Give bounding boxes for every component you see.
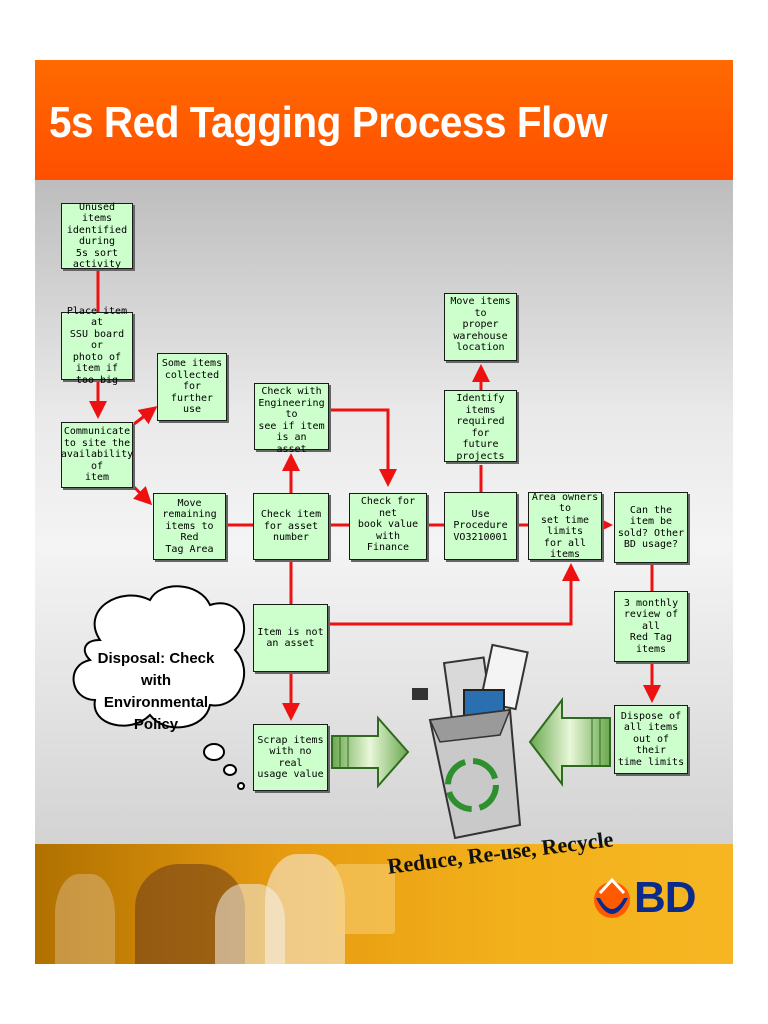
box-some-items: Some items collected for further use — [157, 353, 227, 421]
slide-title: 5s Red Tagging Process Flow — [49, 98, 608, 147]
box-item-not-asset: Item is not an asset — [253, 604, 328, 672]
title-bar: 5s Red Tagging Process Flow — [35, 60, 733, 180]
footer-photo-band — [35, 844, 733, 964]
recycle-bin-icon — [412, 643, 529, 840]
bd-logo-icon — [594, 877, 630, 918]
cloud-text: Disposal: Check with Environmental Polic… — [97, 650, 215, 733]
box-can-be-sold: Can the item be sold? Other BD usage? — [614, 492, 688, 563]
box-use-procedure: Use Procedure VO3210001 — [444, 492, 517, 560]
box-check-engineering: Check with Engineering to see if item is… — [254, 383, 329, 455]
thought-cloud-icon — [72, 585, 246, 790]
box-dispose-items: Dispose of all items out of their time l… — [614, 705, 688, 774]
box-communicate: Communicate to site the availability of … — [61, 422, 133, 488]
lab-person-silhouette — [55, 874, 115, 964]
big-left-arrow — [528, 697, 611, 787]
box-scrap-items: Scrap items with no real usage value — [253, 724, 328, 791]
box-move-warehouse: Move items to proper warehouse location — [444, 293, 517, 361]
lab-equipment-shape — [335, 864, 395, 934]
big-right-arrow — [331, 715, 410, 789]
box-check-asset-number: Check item for asset number — [253, 493, 329, 560]
bd-logo-text: BD — [634, 873, 697, 922]
box-place-item: Place item at SSU board or photo of item… — [61, 306, 133, 386]
box-identify-items: Identify items required for future proje… — [444, 390, 517, 462]
lab-person-silhouette — [265, 854, 345, 964]
box-unused-items: Unused items identified during 5s sort a… — [61, 202, 133, 270]
box-area-owners: Area owners to set time limits for all i… — [528, 492, 602, 560]
box-move-remaining: Move remaining items to Red Tag Area — [153, 493, 226, 560]
box-check-net-book-value: Check for net book value with Finance — [349, 493, 427, 560]
box-monthly-review: 3 monthly review of all Red Tag items — [614, 591, 688, 662]
